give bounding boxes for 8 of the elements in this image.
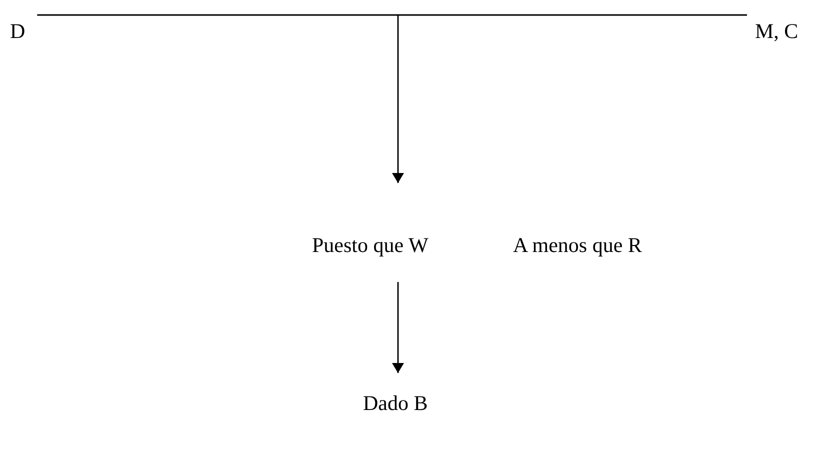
label-text: M, C xyxy=(755,19,798,43)
label-text: Dado B xyxy=(363,391,428,415)
arrow xyxy=(392,282,404,373)
label-text: Puesto que W xyxy=(312,233,428,257)
arrow xyxy=(392,15,404,183)
label-text: D xyxy=(10,19,26,43)
label-text: A menos que R xyxy=(513,233,642,257)
connector-line xyxy=(37,14,747,16)
